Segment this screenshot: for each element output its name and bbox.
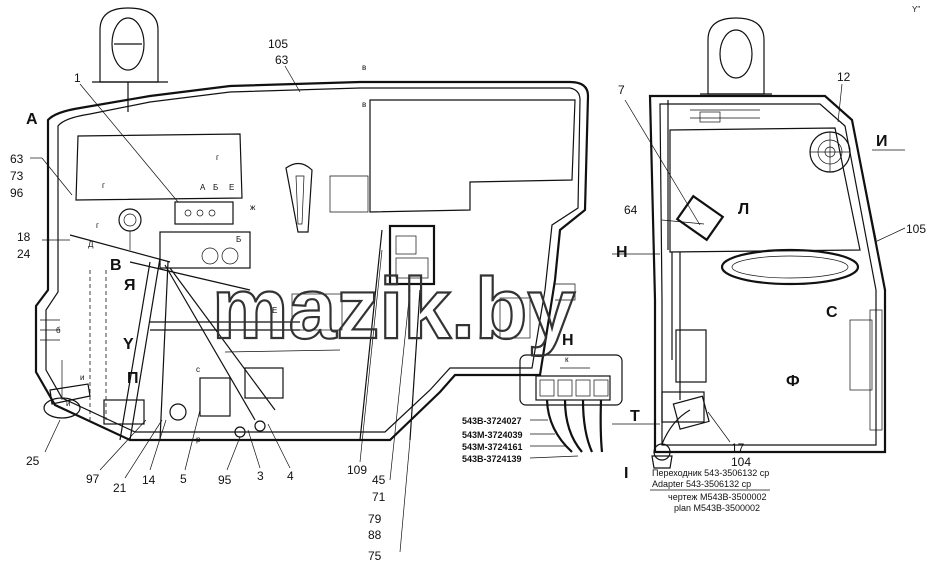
label-e2: Е [272, 306, 277, 315]
watermark-text: mazik.by [212, 261, 575, 357]
label-79: 79 [368, 512, 382, 526]
label-105b: 105 [906, 222, 926, 236]
label-letter-f: Ф [786, 373, 800, 390]
caption-line-2: Adapter 543-3506132 ср [652, 479, 751, 489]
label-letter-i-roman: I [624, 465, 628, 482]
part-number-2: 543М-3724039 [462, 430, 523, 440]
right-cab-view [648, 17, 887, 469]
label-88: 88 [368, 528, 382, 542]
label-71: 71 [372, 490, 386, 504]
label-v1: в [362, 63, 366, 72]
label-a2: А [200, 183, 206, 192]
leader-lines [30, 65, 906, 553]
part-number-1: 543В-3724027 [462, 416, 522, 426]
label-64: 64 [624, 203, 638, 217]
label-7: 7 [618, 83, 625, 97]
part-numbers: 543В-3724027 543М-3724039 543М-3724161 5… [462, 416, 523, 464]
label-letter-t: Т [630, 408, 640, 425]
label-b2: Б [213, 183, 218, 192]
label-63a: 63 [275, 53, 289, 67]
part-number-3: 543М-3724161 [462, 442, 523, 452]
label-c1: с [196, 365, 200, 374]
connector-detail-n [519, 354, 623, 459]
label-95: 95 [218, 473, 232, 487]
label-21: 21 [113, 481, 127, 495]
label-17: 17 [731, 441, 745, 455]
label-letter-y: Y [123, 336, 134, 353]
corner-mark: Y" [912, 5, 920, 14]
label-14: 14 [142, 473, 156, 487]
part-number-4: 543В-3724139 [462, 454, 522, 464]
letter-labels: А В Я Y П Н И Л Н С Ф Т I г г г в в ж А … [26, 63, 888, 482]
label-zh: ж [250, 203, 256, 212]
label-75: 75 [368, 549, 382, 563]
label-letter-n-mid: Н [562, 332, 574, 349]
label-g2: г [102, 181, 105, 190]
label-letter-s: С [826, 304, 838, 321]
label-letter-n-left: Н [616, 244, 628, 261]
label-24: 24 [17, 247, 31, 261]
label-i2: и [66, 399, 70, 408]
label-97: 97 [86, 472, 100, 486]
label-104: 104 [731, 455, 751, 469]
caption-line-3: чертеж М543В-3500002 [668, 492, 767, 502]
label-105a: 105 [268, 37, 288, 51]
label-letter-ya: Я [124, 277, 136, 294]
adapter-caption: Переходник 543-3506132 ср Adapter 543-35… [650, 468, 770, 513]
label-v2: в [362, 100, 366, 109]
label-d1: Д [88, 240, 94, 249]
label-73: 73 [10, 169, 24, 183]
label-1: 1 [74, 71, 81, 85]
label-12: 12 [837, 70, 851, 84]
label-5: 5 [180, 472, 187, 486]
label-3: 3 [257, 469, 264, 483]
label-e1: Е [229, 183, 234, 192]
number-labels: 105 63 1 63 73 96 18 24 25 97 21 14 5 95… [10, 37, 926, 563]
label-i1: и [80, 373, 84, 382]
label-63b: 63 [10, 152, 24, 166]
label-r: р [196, 435, 201, 444]
label-letter-l: Л [738, 201, 749, 218]
label-96: 96 [10, 186, 24, 200]
label-k: к [565, 355, 569, 364]
label-4: 4 [287, 469, 294, 483]
left-cab-view [34, 7, 590, 442]
label-letter-a: А [26, 111, 38, 128]
label-25: 25 [26, 454, 40, 468]
caption-line-4: plan М543В-3500002 [674, 503, 760, 513]
label-letter-i-right: И [876, 133, 888, 150]
label-18: 18 [17, 230, 31, 244]
label-45: 45 [372, 473, 386, 487]
caption-line-1: Переходник 543-3506132 ср [652, 468, 769, 478]
label-b1: б [56, 326, 61, 335]
label-b3: Б [236, 235, 241, 244]
label-letter-p: П [127, 370, 139, 387]
label-g3: г [96, 221, 99, 230]
label-109: 109 [347, 463, 367, 477]
label-g1: г [216, 153, 219, 162]
label-letter-v: В [110, 257, 122, 274]
